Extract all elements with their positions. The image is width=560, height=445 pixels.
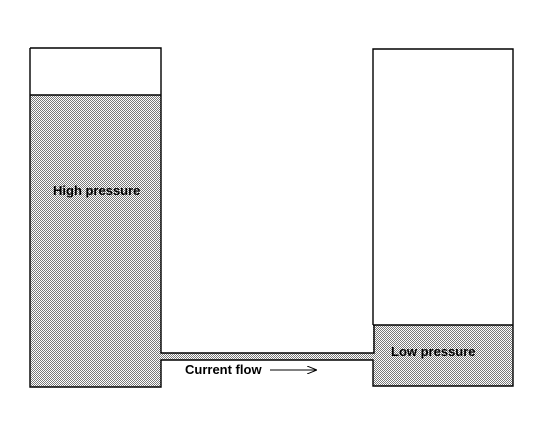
low-pressure-label: Low pressure (391, 344, 476, 359)
high-pressure-label: High pressure (53, 183, 140, 198)
connecting-pipe-liquid (160, 353, 374, 360)
left-tank-liquid (30, 95, 161, 387)
current-flow-label: Current flow (185, 362, 262, 377)
left-tank-outline-lower (29, 48, 514, 388)
left-tank-outline (30, 47, 375, 354)
right-tank-liquid (373, 325, 513, 386)
